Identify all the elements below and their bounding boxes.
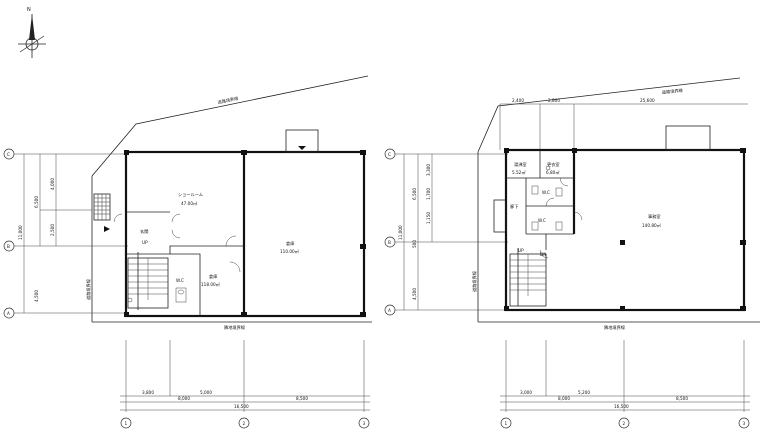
- room-office-area: 140.80㎡: [642, 222, 662, 228]
- stair-right: [509, 248, 547, 307]
- dim-v-right-4: 1,700: [426, 188, 431, 200]
- dim-b-right-3: 8,000: [558, 396, 570, 401]
- stair-dn-right: DN: [540, 252, 546, 257]
- dim-b-right-2: 5,200: [578, 390, 590, 395]
- dim-b-left-5: 16,500: [234, 404, 249, 409]
- plan-left: 道路境界線 C B A 11,000 6,500 4,500 4,000 2,5…: [3, 75, 372, 429]
- room-office-name: 事務室: [648, 213, 661, 220]
- dim-b-left-2: 5,000: [200, 390, 212, 395]
- dim-v-right-1: 11,000: [398, 225, 403, 240]
- road-boundary-label-right: 道路境界線: [661, 87, 683, 96]
- room-wc-left: W.C: [176, 278, 184, 283]
- grid-row-c-right: C: [388, 152, 391, 157]
- grid-col-1-left: 1: [125, 421, 128, 426]
- grid-row-a-right: A: [388, 308, 391, 313]
- dim-b-left-3: 8,000: [178, 396, 190, 401]
- road-boundary-label-left: 道路境界線: [217, 95, 240, 106]
- dim-v-left-5: 2,500: [50, 224, 55, 236]
- room-corridor-name: 廊下: [510, 203, 518, 210]
- site-boundary-label-right: 隣地境界線: [604, 324, 626, 331]
- dim-b-left-1: 3,800: [142, 390, 154, 395]
- dim-v-right-6: 1,150: [426, 212, 431, 224]
- room-wc2-right: W.C: [538, 218, 546, 223]
- grid-col-3-left: 3: [363, 421, 366, 426]
- grid-col-1-right: 1: [505, 421, 508, 426]
- road-label-left: 道路境界線: [85, 278, 92, 300]
- room-showroom-name: ショールーム: [178, 192, 203, 198]
- stair-up-right: UP: [518, 248, 524, 253]
- dim-t-right-3: 25,600: [640, 98, 655, 103]
- stair-left: [127, 252, 169, 310]
- dim-b-right-4: 8,500: [676, 396, 688, 401]
- dim-v-right-2: 6,500: [412, 188, 417, 200]
- dim-v-right-5: 3,300: [426, 164, 431, 176]
- room-locker-area: 6.80㎡: [546, 169, 560, 175]
- grid-row-c-left: C: [7, 152, 10, 157]
- room-kitchenette-name: 湯沸室: [514, 161, 527, 168]
- compass-label: N: [27, 7, 31, 13]
- room-warehouse1-area: 110.00㎡: [280, 248, 300, 254]
- dim-v-right-3: 4,500: [412, 288, 417, 300]
- road-label-right: 道路境界線: [471, 270, 478, 292]
- room-kitchenette-area: 5.52㎡: [512, 169, 526, 175]
- site-boundary-label-left: 隣地境界線: [224, 324, 246, 331]
- dim-b-right-1: 3,000: [520, 390, 532, 395]
- stair-up-left: UP: [142, 240, 148, 245]
- dim-b-right-5: 16,500: [614, 404, 629, 409]
- room-warehouse2-area: 118.00㎡: [201, 281, 221, 287]
- dim-v-right-7: 500: [412, 240, 417, 248]
- room-wc1-right: W.C: [542, 190, 550, 195]
- dim-v-left-4: 4,000: [50, 178, 55, 190]
- room-warehouse2-name: 倉庫: [209, 273, 217, 280]
- compass-rose-icon: N: [18, 7, 46, 58]
- grid-col-3-right: 3: [743, 421, 746, 426]
- dim-b-left-4: 8,500: [296, 396, 308, 401]
- dim-t-right-1: 2,400: [512, 98, 524, 103]
- room-showroom-area: 47.00㎡: [181, 200, 198, 206]
- room-entrance-name: 玄関: [140, 228, 148, 235]
- grid-row-a-left: A: [7, 311, 10, 316]
- grid-col-2-right: 2: [623, 421, 626, 426]
- dim-v-left-3: 4,500: [34, 290, 39, 302]
- room-locker-name: 更衣室: [547, 161, 560, 168]
- dim-t-right-2: 2,800: [548, 98, 560, 103]
- room-warehouse1-name: 倉庫: [286, 240, 294, 247]
- grid-row-b-left: B: [7, 244, 10, 249]
- dim-v-left-2: 6,500: [34, 196, 39, 208]
- dim-v-left-1: 11,000: [18, 225, 23, 240]
- plan-right: 道路境界線 2,400 2,800 25,600 C B A 11,000 6,…: [384, 77, 760, 429]
- grid-col-2-left: 2: [243, 421, 246, 426]
- grid-row-b-right: B: [388, 240, 391, 245]
- entrance-hatch: [93, 193, 111, 232]
